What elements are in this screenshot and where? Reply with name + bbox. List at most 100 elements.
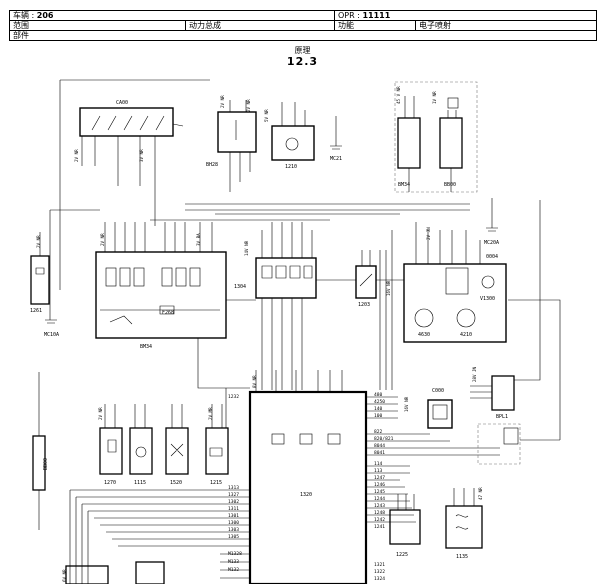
pin-right-7: 8041	[374, 450, 385, 456]
label-c0000: C000	[432, 388, 444, 394]
label-mc20a: MC20A	[484, 240, 499, 246]
c1215-box	[205, 427, 229, 475]
c1304-box	[255, 257, 317, 299]
wire-label-4: 5V NR	[264, 109, 269, 122]
ca00-switches	[91, 115, 165, 131]
label-c1320: 1320	[300, 492, 312, 498]
c0004-box	[403, 263, 507, 343]
pin-right-15: 1248	[374, 510, 385, 516]
pin-right-14: 1243	[374, 503, 385, 509]
range-label: 范围	[10, 21, 186, 30]
label-c1135: 1135	[456, 554, 468, 560]
optional-box	[394, 81, 478, 193]
label-mc10a: MC10A	[44, 332, 59, 338]
wire-label-15: 3V BA	[196, 233, 201, 246]
label-c1203: 1203	[358, 302, 370, 308]
c1203-box	[355, 265, 377, 299]
label-bm34: BM34	[398, 182, 410, 188]
mc20a-ground	[486, 198, 498, 232]
wire-label-16: 2V NR	[246, 99, 251, 112]
pin-left-5: 1301	[228, 513, 239, 519]
pin-right-9: 113	[374, 468, 383, 474]
pin-left-10: M133	[228, 559, 239, 565]
wire-label-6: 16V NR	[386, 280, 391, 296]
pin-labels-left: 123213131327130213111301130013031305M132…	[228, 394, 242, 573]
relay-icon	[447, 97, 459, 109]
label-v1300: V1300	[480, 296, 495, 302]
label-fuse: F268	[162, 310, 174, 316]
bpl1-box	[491, 375, 515, 411]
label-c0004: 0004	[486, 254, 498, 260]
label-c4210: 4210	[460, 332, 472, 338]
wire-label-7: 28V JN	[472, 366, 477, 382]
c0000-box	[427, 399, 453, 429]
pin-right-5: 820/821	[374, 436, 394, 442]
label-c4630: 4630	[418, 332, 430, 338]
wire-label-11: 47 NR	[478, 487, 483, 500]
vehicle-value: 206	[36, 11, 54, 20]
label-c1270: 1270	[104, 480, 116, 486]
c1261-box	[30, 255, 50, 305]
pin-right-low-1: 1322	[374, 569, 385, 575]
wire-label-10: 2V NR	[98, 407, 103, 420]
wire-label-18: 14V NR	[244, 240, 249, 256]
wire-label-14: 2V NR	[220, 95, 225, 108]
wire-label-12: 45 V NR	[396, 86, 401, 104]
pin-right-0: 480	[374, 392, 383, 398]
c1210-motor	[285, 137, 299, 151]
wire-label-2: 2V NR	[100, 233, 105, 246]
pin-right-11: 1246	[374, 482, 385, 488]
c1115-box	[129, 427, 153, 475]
c1225-box	[389, 509, 421, 545]
diagram-caption: 原理	[294, 46, 311, 55]
pin-right-2: 140	[374, 406, 383, 412]
label-bb00: BB00	[43, 458, 49, 470]
label-c1261: 1261	[30, 308, 42, 314]
label-mc21: MC21	[330, 156, 342, 162]
pin-left-8: 1305	[228, 534, 239, 540]
pin-right-12: 1245	[374, 489, 385, 495]
wire-label-13: 1V NR	[432, 91, 437, 104]
ca00-box	[79, 107, 174, 137]
label-bh28: BH28	[206, 162, 218, 168]
pin-right-low-2: 1324	[374, 576, 385, 582]
bh38-box	[439, 117, 463, 169]
pin-left-7: 1303	[228, 527, 239, 533]
pin-left-6: 1300	[228, 520, 239, 526]
label-bh38: BB00	[444, 182, 456, 188]
label-c1115: 1115	[134, 480, 146, 486]
pin-right-6: 8044	[374, 443, 385, 449]
wire-label-3: 3V NR	[139, 149, 144, 162]
bm34-box	[397, 117, 421, 169]
opr-value: 11111	[362, 11, 391, 20]
pin-left-0: 1232	[228, 394, 239, 400]
label-c1225: 1225	[396, 552, 408, 558]
pin-left-11: M132	[228, 567, 239, 573]
bm34b-box	[95, 251, 227, 339]
pin-right-13: 1244	[374, 496, 385, 502]
bh28-box	[217, 111, 257, 153]
pin-right-1: 4250	[374, 399, 385, 405]
pin-left-3: 1302	[228, 499, 239, 505]
wire-label-1: 2V NR	[36, 235, 41, 248]
wire-label-17: 8V NR	[252, 375, 257, 388]
ca00-key	[172, 123, 184, 127]
pin-right-low-0: 1321	[374, 562, 385, 568]
pin-left-4: 1311	[228, 506, 239, 512]
header-table: 车辆 : 206 OPR : 11111 范围动力总成 功能 电子喷射 部件	[9, 10, 597, 41]
pin-left-9: M1328	[228, 551, 242, 557]
pin-right-8: 114	[374, 461, 383, 467]
pin-right-4: 822	[374, 429, 383, 435]
wire-label-8: 2V JN	[426, 227, 431, 240]
mc21-ground	[330, 116, 342, 150]
pin-right-10: 1247	[374, 475, 385, 481]
diagram-number: 12.3	[286, 55, 319, 68]
label-bpl1: BPL1	[496, 414, 508, 420]
c1210-box	[271, 125, 315, 161]
label-bm34b: BM34	[140, 344, 152, 350]
range-value: 动力总成	[189, 21, 221, 30]
pin-right-16: 1242	[374, 517, 385, 523]
wire-label-5: 16V NR	[404, 396, 409, 412]
c1270-box	[99, 427, 123, 475]
